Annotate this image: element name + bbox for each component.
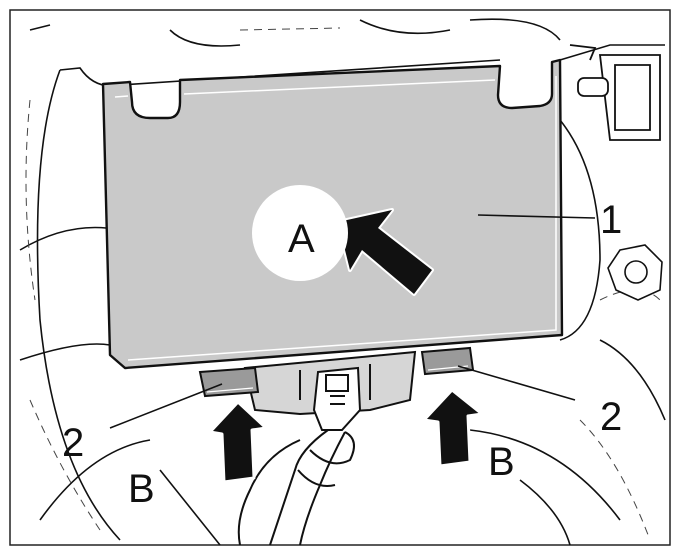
- leader-lines: [109, 214, 596, 429]
- callout-circle-a: [252, 185, 348, 281]
- clip-left: [198, 366, 260, 398]
- nut-icon: [607, 244, 663, 301]
- wiring-harness: [237, 429, 355, 546]
- leader-clip-left: [109, 383, 223, 429]
- leader-module: [477, 214, 596, 219]
- callout-2-left: 2: [62, 421, 84, 465]
- background-dashes: [25, 27, 661, 541]
- push-arrow-right-icon: [422, 388, 484, 468]
- callout-a: A: [288, 217, 315, 261]
- background-structure: [19, 18, 666, 546]
- callout-b-left: B: [128, 467, 155, 511]
- callout-b-right: B: [488, 440, 515, 484]
- callout-1: 1: [600, 198, 622, 242]
- push-arrow-left-icon: [208, 400, 268, 484]
- callout-2-right: 2: [600, 395, 622, 439]
- leader-clip-right: [457, 365, 576, 401]
- connector-housing: [243, 350, 417, 431]
- clip-right: [420, 346, 475, 376]
- right-bracket: [569, 44, 661, 141]
- press-arrow-icon: [336, 208, 434, 296]
